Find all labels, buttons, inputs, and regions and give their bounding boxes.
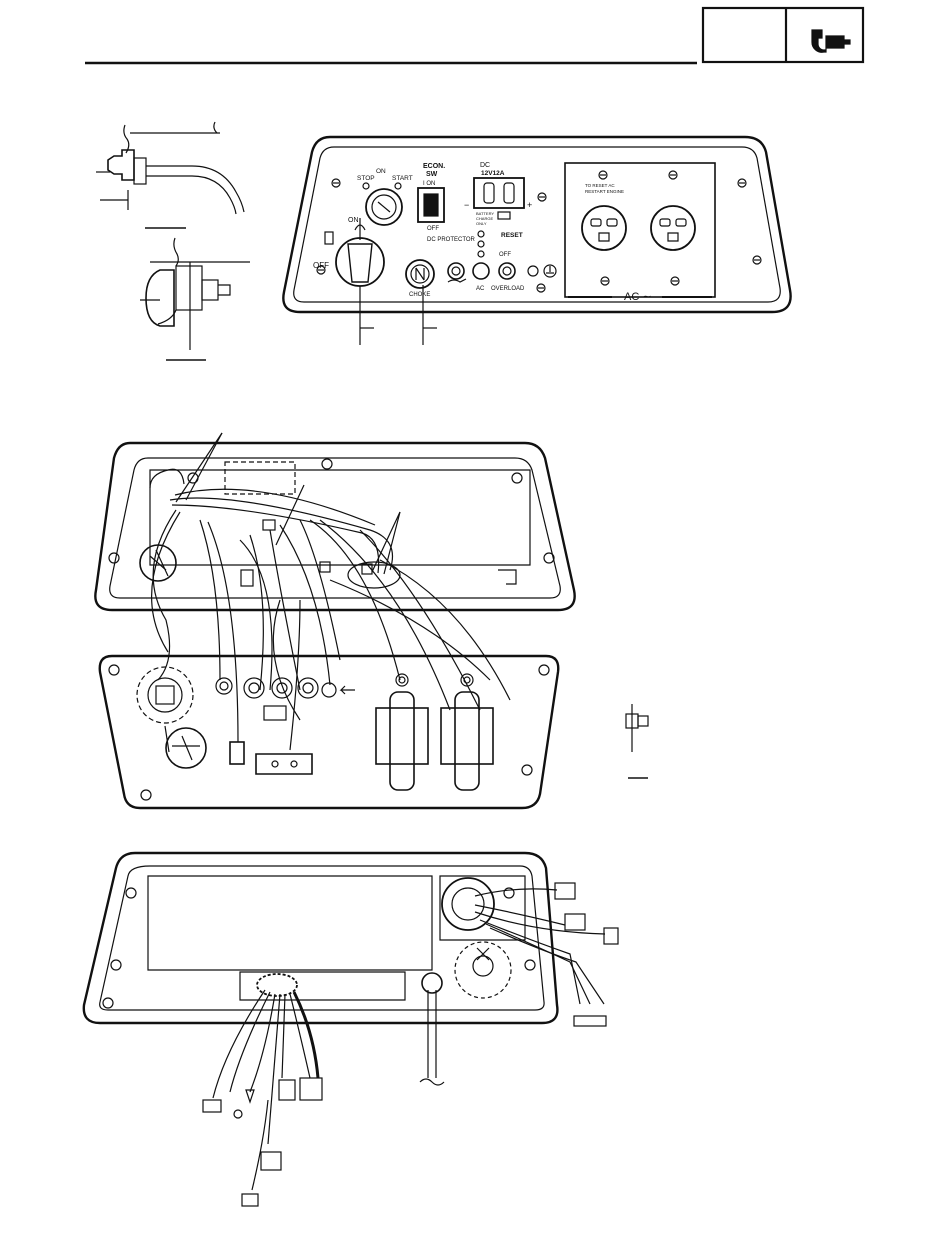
dc-rating-label: 12V12A [481, 170, 505, 177]
ac-receptacle-rear-left [376, 674, 428, 790]
econ-title-2: SW [426, 171, 438, 178]
overload-label: OVERLOAD [491, 286, 525, 292]
ignition-on-label: ON [376, 168, 386, 175]
ignition-switch-rear [137, 667, 193, 723]
ignition-stop-label: STOP [357, 175, 375, 182]
choke-knob [406, 260, 434, 288]
dc-protector [478, 231, 484, 257]
wire-harness-middle [152, 433, 510, 750]
micrometer-icon [812, 30, 850, 52]
ac-bottom-label: AC ∼ [624, 291, 652, 303]
fuel-valve-rear [165, 726, 206, 768]
wire-harness-bottom [203, 883, 618, 1206]
fuel-pump-icon [325, 232, 333, 244]
econ-title-1: ECON. [423, 163, 445, 170]
ignition-switch-bottom [455, 942, 511, 998]
dc-label: DC [480, 162, 490, 169]
ac-receptacle-rear-right [441, 674, 493, 790]
bottom-housing [84, 853, 558, 1085]
dc-plus-label: + [527, 200, 532, 210]
dc-minus-label: − [464, 200, 469, 210]
ac-outlet-right [651, 206, 695, 250]
ac-reset-label-2: RESTART ENGINE [585, 189, 624, 194]
choke-top-label: ON [348, 217, 359, 224]
indicator-lights [448, 263, 515, 282]
bolt-detail [626, 704, 648, 778]
reset-label: RESET [501, 232, 523, 239]
choke-label: CHOKE [409, 292, 430, 298]
dc-protector-label: DC PROTECTOR [427, 237, 476, 243]
ac-small-label: AC [476, 286, 485, 292]
ignition-start-label: START [392, 175, 413, 182]
ac-reset-label-1: TO RESET AC [585, 183, 615, 188]
fuel-off-label: OFF [313, 261, 329, 270]
ac-outlet-left [582, 206, 626, 250]
battery-label-3: ONLY [476, 221, 487, 226]
ignition-switch [363, 183, 402, 225]
fuel-valve-knob [336, 218, 384, 286]
fuel-valve-detail [140, 238, 250, 360]
choke-knob-detail [96, 122, 244, 228]
grommet-lower [420, 973, 444, 1085]
econ-switch [418, 188, 444, 222]
page-header [85, 8, 863, 63]
protector-off-label: OFF [499, 252, 511, 258]
ground-terminal [528, 265, 556, 277]
econ-off-label: OFF [427, 226, 439, 232]
control-panel-front [283, 137, 790, 345]
econ-on-label: I ON [423, 181, 435, 187]
